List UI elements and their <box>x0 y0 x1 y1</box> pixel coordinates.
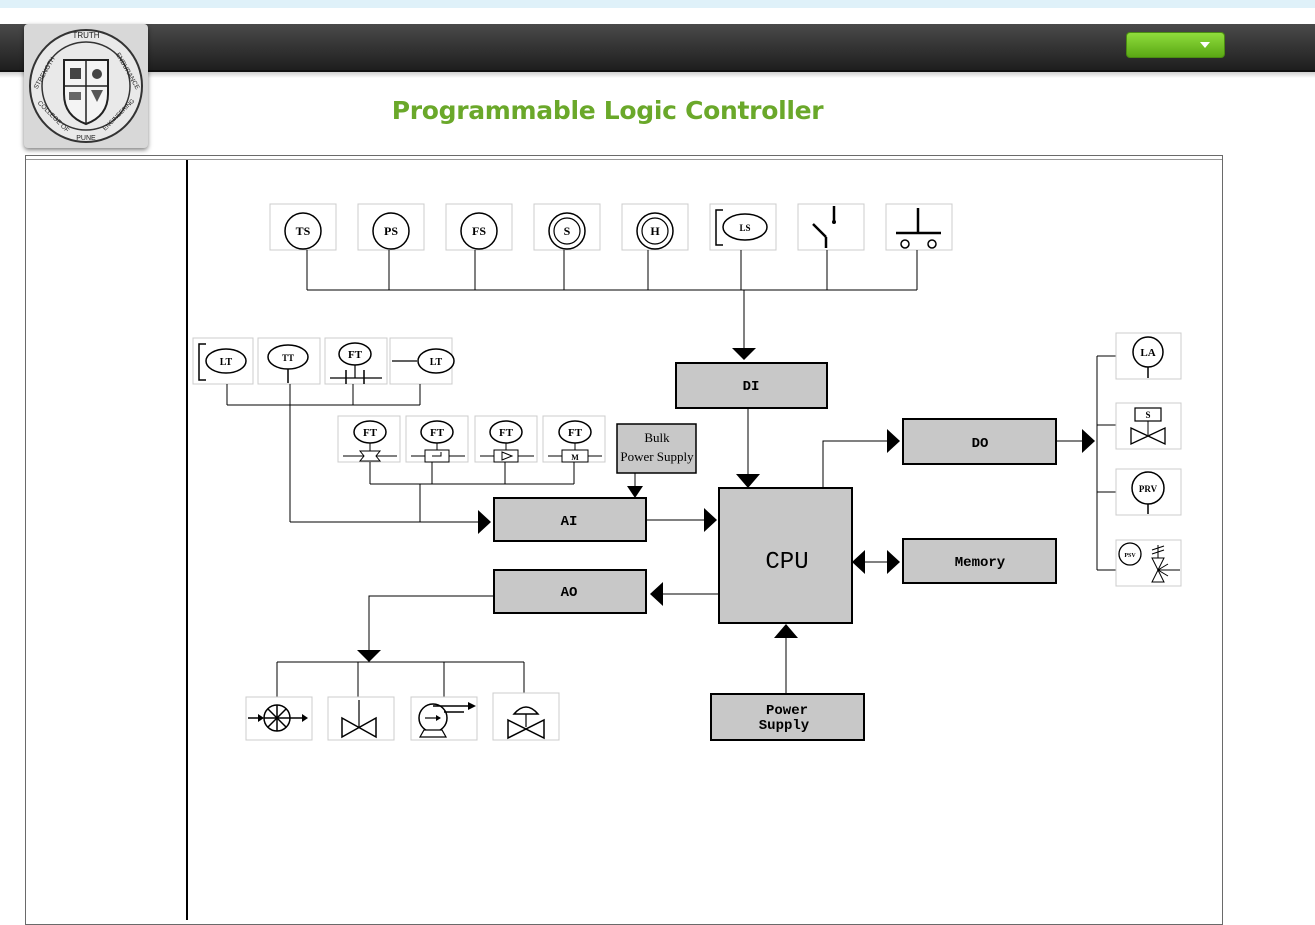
cpu-to-do-arrow-icon <box>887 429 900 453</box>
do-block: DO <box>902 418 1057 465</box>
ao-block: AO <box>493 569 647 614</box>
analog-input-sensors-top: LT TT FT LT <box>192 337 455 385</box>
flow-transmitter-orifice-icon: FT <box>324 337 388 385</box>
sensor-label-ts: TS <box>296 224 311 238</box>
header-bar <box>0 24 1315 72</box>
sensor-label-lt-1: LT <box>220 357 233 368</box>
flow-transmitter-magnetic-icon: M FT <box>542 415 606 463</box>
di-to-cpu-arrow-icon <box>736 474 760 488</box>
flow-transmitter-turbine-icon: FT <box>405 415 469 463</box>
cpu-to-ao-arrow-icon <box>650 582 663 606</box>
cpu-block: CPU <box>718 487 853 624</box>
digital-output-bus <box>1096 355 1117 571</box>
sensor-label-fs: FS <box>472 224 486 238</box>
sensor-label-ft-4: FT <box>568 427 583 439</box>
menu-dropdown-button[interactable] <box>1126 32 1225 58</box>
memory-right-arrow-icon <box>887 550 900 574</box>
analog-input-bus-top <box>226 384 478 523</box>
chevron-down-icon <box>1200 42 1210 48</box>
pump-icon <box>410 696 478 741</box>
plc-block-diagram: TS PS FS S H LS <box>192 203 1182 741</box>
ao-block-label: AO <box>561 585 578 601</box>
sensor-label-ps: PS <box>384 224 398 238</box>
power-to-cpu-arrow-icon <box>774 624 798 638</box>
flow-transmitter-vortex-icon: FT <box>474 415 538 463</box>
solenoid-valve-icon: S <box>1115 402 1182 450</box>
bulk-label-2: Power Supply <box>620 449 694 464</box>
power-supply-label-1: Power <box>766 703 808 719</box>
sensor-label-ft-top: FT <box>348 349 363 361</box>
digital-output-devices: LA S PRV PSV <box>1115 332 1182 587</box>
level-alarm-icon: LA <box>1115 332 1182 380</box>
sensor-label-h: H <box>650 224 660 238</box>
do-block-label: DO <box>972 436 989 452</box>
analog-output-devices <box>245 692 560 741</box>
cpu-block-label: CPU <box>765 549 808 576</box>
sensor-label-ft-1: FT <box>363 427 378 439</box>
limit-switch-icon <box>797 203 865 251</box>
analog-input-sensors-bottom: FT FT FT M FT <box>337 415 606 463</box>
header-shadow <box>0 72 1315 78</box>
memory-block-label: Memory <box>955 555 1006 571</box>
bulk-power-supply-block: Bulk Power Supply <box>616 423 697 474</box>
pushbutton-icon <box>885 203 953 251</box>
output-label-la: LA <box>1140 347 1155 359</box>
valve-icon <box>327 696 395 741</box>
logo-text-top: TRUTH <box>72 31 99 40</box>
flow-meter-mark-m: M <box>571 453 579 462</box>
control-valve-icon <box>492 692 560 741</box>
frame-top-rule <box>26 156 1222 160</box>
level-transmitter-icon: LT <box>192 337 254 385</box>
memory-left-arrow-icon <box>852 550 865 574</box>
sidebar <box>26 160 188 920</box>
pressure-safety-valve-icon: PSV <box>1115 539 1182 587</box>
digital-input-bus <box>306 250 918 352</box>
pressure-switch-icon: PS <box>357 203 425 251</box>
sensor-label-ft-2: FT <box>430 427 445 439</box>
logo-text-bottom: PUNE <box>76 135 96 142</box>
sensor-label-tt: TT <box>282 353 294 363</box>
sensor-label-ls: LS <box>739 223 750 233</box>
di-block: DI <box>675 362 828 409</box>
power-supply-label-2: Supply <box>759 718 810 734</box>
power-supply-block: Power Supply <box>710 693 865 741</box>
digital-input-sensors: TS PS FS S H LS <box>269 203 953 251</box>
level-transmitter-side-icon: LT <box>389 337 455 385</box>
page-title: Programmable Logic Controller <box>391 96 824 125</box>
ai-input-arrow-icon <box>478 510 491 534</box>
switch-h-icon: H <box>621 203 689 251</box>
flow-switch-icon: FS <box>445 203 513 251</box>
flow-transmitter-venturi-icon: FT <box>337 415 401 463</box>
bulk-arrow-icon <box>627 486 643 498</box>
di-arrow-icon <box>732 348 756 360</box>
sensor-label-s: S <box>564 224 571 238</box>
output-label-s: S <box>1145 410 1150 420</box>
do-out-arrow-icon <box>1082 429 1095 453</box>
bulk-label-1: Bulk <box>644 430 670 445</box>
analog-input-bus-bottom <box>369 462 575 522</box>
output-label-psv: PSV <box>1124 553 1136 559</box>
analog-output-bus <box>276 595 525 700</box>
ai-block-label: AI <box>561 514 578 530</box>
switch-s-icon: S <box>533 203 601 251</box>
level-switch-icon: LS <box>709 203 777 251</box>
di-block-label: DI <box>743 379 760 395</box>
sensor-label-lt-2: LT <box>430 357 443 368</box>
temperature-switch-icon: TS <box>269 203 337 251</box>
ai-to-cpu-arrow-icon <box>704 508 717 532</box>
sensor-label-ft-3: FT <box>499 427 514 439</box>
memory-block: Memory <box>902 538 1057 584</box>
pressure-relief-valve-icon: PRV <box>1115 468 1182 516</box>
college-logo[interactable]: TRUTH STRENGTH ENDURANCE COLLEGE OF ENGI… <box>24 24 148 148</box>
output-label-prv: PRV <box>1139 484 1158 494</box>
temperature-transmitter-icon: TT <box>257 337 321 385</box>
top-strip <box>0 0 1315 8</box>
heater-element-icon <box>245 696 313 741</box>
ai-block: AI <box>493 497 647 542</box>
ao-out-arrow-icon <box>357 650 381 662</box>
